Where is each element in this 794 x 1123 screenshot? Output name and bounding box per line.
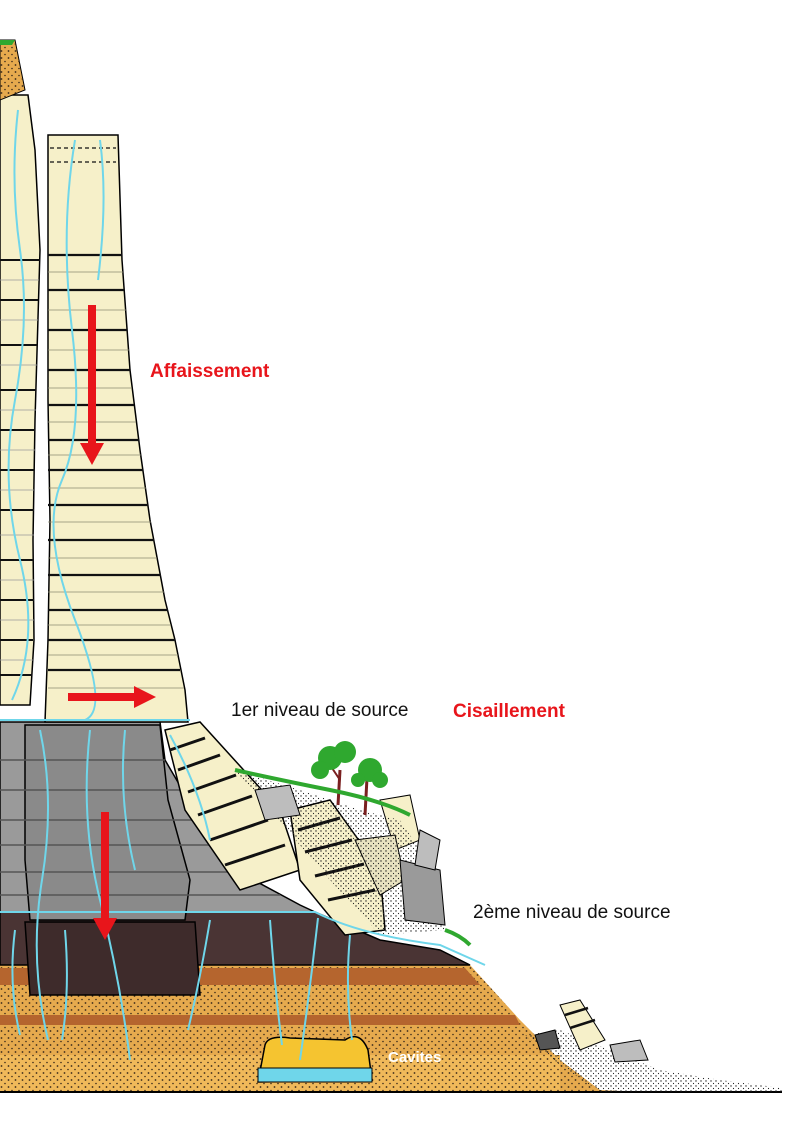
trees [234,741,472,947]
arrow-subsidence-upper [80,305,104,465]
left-column [0,39,41,706]
main-column [44,134,189,723]
lower-scree [525,999,782,1092]
label-affaissement: Affaissement [150,361,270,382]
label-source-level-2: 2ème niveau de source [473,902,671,923]
water-channels [0,109,486,1061]
fallen-blocks [164,721,446,936]
label-source-level-1: 1er niveau de source [231,700,409,721]
arrow-subsidence-lower [93,812,117,940]
arrow-shear [68,686,156,708]
cavity [257,1035,373,1083]
label-cisaillement: Cisaillement [453,701,565,722]
label-cavites: Cavites [388,1049,442,1066]
